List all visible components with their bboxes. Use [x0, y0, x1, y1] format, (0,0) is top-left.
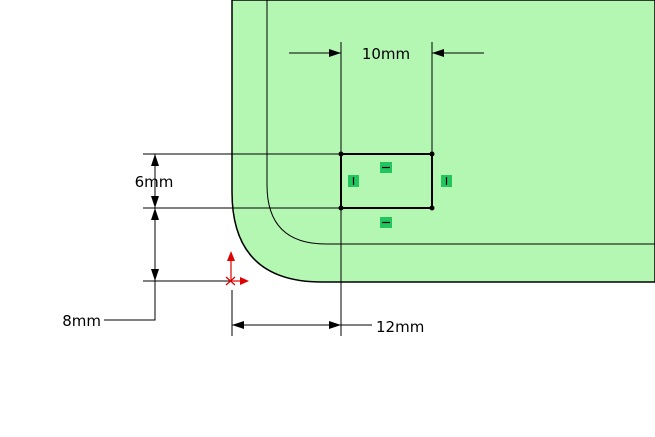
vertical-relation-icon[interactable]: [441, 175, 452, 187]
dimension-10mm-label[interactable]: 10mm: [362, 45, 410, 63]
dimension-10mm[interactable]: 10mm: [289, 42, 484, 154]
horizontal-relation-icon[interactable]: [380, 162, 392, 173]
sketch-origin-icon: [225, 251, 249, 286]
sketch-rectangle[interactable]: [340, 153, 433, 209]
dimension-8mm[interactable]: 8mm: [62, 208, 231, 330]
dimension-6mm[interactable]: 6mm: [135, 153, 341, 209]
dimension-8mm-label[interactable]: 8mm: [62, 312, 101, 330]
dimension-12mm-label[interactable]: 12mm: [376, 318, 424, 336]
horizontal-relation-icon[interactable]: [380, 217, 392, 228]
rectangle-vertex[interactable]: [429, 205, 435, 211]
dimension-12mm[interactable]: 12mm: [231, 208, 424, 336]
part-inner-edge[interactable]: [266, 0, 655, 245]
dimension-6mm-label[interactable]: 6mm: [135, 173, 174, 191]
part-face[interactable]: [231, 0, 655, 283]
vertical-relation-icon[interactable]: [348, 175, 359, 187]
